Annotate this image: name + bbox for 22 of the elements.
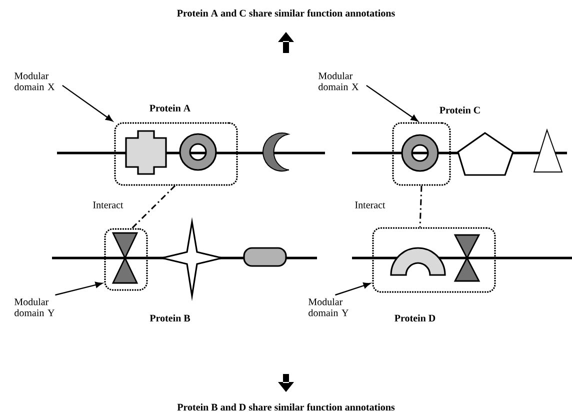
- domain-outline: [372, 227, 496, 293]
- caption: Protein B and D share similar function annotations: [177, 403, 395, 411]
- leader-arrow: [335, 282, 371, 296]
- leader-arrow: [62, 84, 113, 122]
- edge-label: Interact: [354, 200, 386, 210]
- interaction-line: [419, 186, 422, 228]
- leader-arrow: [55, 282, 103, 296]
- callout-text: Modular domain Y: [14, 298, 54, 316]
- callout-text: Modular domain X: [14, 72, 55, 90]
- domain-outline: [104, 228, 148, 291]
- edge-label: Interact: [92, 200, 124, 210]
- protein-name: Protein B: [150, 314, 190, 322]
- domain-outline: [392, 122, 451, 186]
- leader-arrow: [366, 84, 418, 122]
- protein-name: Protein C: [440, 106, 480, 114]
- domain-outline: [114, 122, 238, 186]
- protein-name: Protein D: [394, 314, 436, 322]
- callout-text: Modular domain Y: [308, 298, 349, 316]
- protein-name: Protein A: [150, 104, 191, 112]
- interaction-line: [131, 185, 176, 229]
- title: Protein A and C share similar function annotations: [177, 9, 395, 17]
- callout-text: Modular domain X: [318, 72, 359, 90]
